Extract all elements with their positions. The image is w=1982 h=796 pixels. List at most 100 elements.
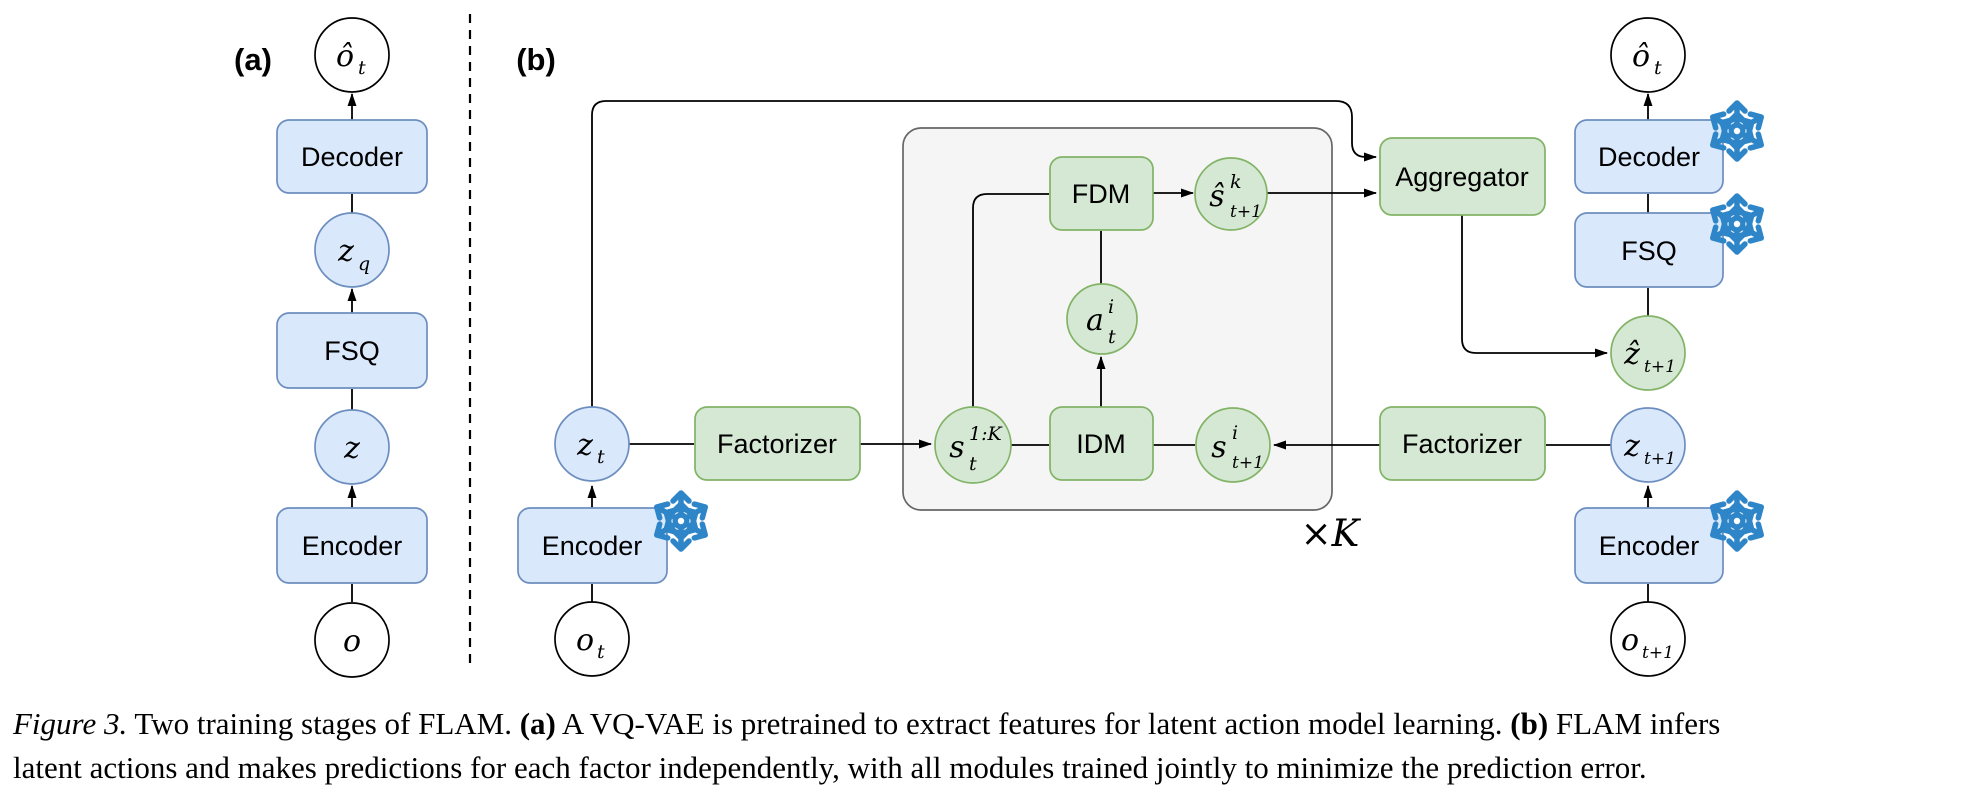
snext-sup: i: [1232, 422, 1238, 444]
zq-a-sub: q: [358, 253, 370, 275]
panel-a-label: (a): [234, 42, 272, 77]
encoder-a-box: [276, 507, 428, 584]
decoder-a-label: Decoder: [301, 142, 403, 172]
z-a-circle: [314, 409, 390, 485]
snext-base: s: [1211, 430, 1226, 465]
node-decoder-a: Decoder: [276, 119, 428, 194]
zt-sub: t: [597, 446, 605, 468]
st-sub: t: [969, 453, 977, 475]
node-z-next: z t+1: [1610, 407, 1686, 483]
node-fsq-a: FSQ: [276, 312, 428, 389]
shat-circle: [1194, 157, 1268, 231]
ot-sub: t: [597, 641, 605, 663]
node-zhat-next: ẑ t+1: [1610, 315, 1686, 391]
edge-zt-skip-to-aggregator: [591, 100, 1377, 407]
node-s-next: s i t+1: [1195, 407, 1271, 483]
node-encoder-right: Encoder: [1574, 507, 1724, 584]
encoder-a-label: Encoder: [302, 531, 403, 561]
edge-st-to-fdm: [972, 193, 1049, 407]
ohat-a-base: ô: [336, 39, 354, 74]
zq-a-circle: [314, 212, 390, 288]
ohat-a-circle: [314, 17, 390, 93]
node-o-next: o t+1: [1610, 601, 1686, 677]
ohat-b-sub: t: [1654, 57, 1662, 79]
node-encoder-left: Encoder: [517, 507, 668, 584]
caption-text-3: FLAM infers: [1548, 706, 1721, 741]
ohat-a-sub: t: [358, 57, 366, 79]
factorizer-right-box: [1379, 406, 1546, 481]
factorizer-left-label: Factorizer: [717, 429, 837, 459]
caption-line-2: latent actions and makes predictions for…: [13, 750, 1647, 785]
zq-a-base: z: [337, 234, 354, 269]
edge-aggregator-to-zhat: [1461, 215, 1608, 358]
decoder-b-box: [1574, 119, 1724, 194]
fdm-box: [1049, 156, 1154, 231]
onext-base: o: [1621, 623, 1639, 658]
node-factorizer-left: Factorizer: [694, 406, 861, 481]
node-encoder-a: Encoder: [276, 507, 428, 584]
o-a-base: o: [343, 624, 361, 659]
caption-text-1: Two training stages of FLAM.: [127, 706, 520, 741]
st-base: s: [949, 430, 964, 465]
node-factorizer-right: Factorizer: [1379, 406, 1546, 481]
aggregator-box: [1379, 137, 1546, 216]
encoder-right-box: [1574, 507, 1724, 584]
node-zt: z t: [554, 406, 630, 482]
node-fsq-b: FSQ: [1574, 212, 1724, 288]
caption-a-label: (a): [519, 706, 556, 741]
node-at: a i t: [1066, 283, 1138, 355]
figure-caption: Figure 3. Two training stages of FLAM. (…: [13, 702, 1969, 790]
node-shat-next: ŝ k t+1: [1194, 157, 1268, 231]
shat-base: ŝ: [1209, 179, 1224, 214]
node-zq-a: z q: [314, 212, 390, 288]
fsq-a-label: FSQ: [324, 336, 380, 366]
caption-text-2: A VQ-VAE is pretrained to extract featur…: [555, 706, 1511, 741]
fdm-label: FDM: [1072, 179, 1130, 209]
node-decoder-b: Decoder: [1574, 119, 1724, 194]
panel-b: ×K z t Encoder: [517, 17, 1765, 677]
panel-a: ô t Decoder z q FSQ z Encoder o: [276, 17, 428, 678]
at-circle: [1066, 283, 1138, 355]
aggregator-label: Aggregator: [1395, 162, 1529, 192]
shat-sup: k: [1230, 171, 1242, 193]
ohat-b-base: ô: [1632, 39, 1650, 74]
node-aggregator: Aggregator: [1379, 137, 1546, 216]
st-circle: [934, 406, 1012, 484]
znext-base: z: [1623, 429, 1640, 464]
snext-circle: [1195, 407, 1271, 483]
snext-sub: t+1: [1232, 453, 1264, 473]
node-fdm: FDM: [1049, 156, 1154, 231]
node-z-a: z: [314, 409, 390, 485]
node-ohat-a: ô t: [314, 17, 390, 93]
zhat-sub: t+1: [1644, 357, 1676, 377]
at-sub: t: [1108, 326, 1116, 348]
factorizer-left-box: [694, 406, 861, 481]
zt-circle: [554, 406, 630, 482]
encoder-right-label: Encoder: [1599, 531, 1700, 561]
caption-b-label: (b): [1510, 706, 1549, 741]
panel-b-label: (b): [516, 42, 556, 77]
caption-line-1: Figure 3. Two training stages of FLAM. (…: [13, 702, 1969, 746]
fsq-a-box: [276, 312, 428, 389]
st-sup: 1:K: [969, 423, 1003, 445]
node-ot: o t: [554, 601, 630, 677]
encoder-left-box: [517, 507, 668, 584]
factorizer-right-label: Factorizer: [1402, 429, 1522, 459]
znext-sub: t+1: [1644, 449, 1676, 469]
zt-base: z: [576, 428, 593, 463]
idm-box: [1049, 406, 1154, 481]
node-st: s 1:K t: [934, 406, 1012, 484]
encoder-left-label: Encoder: [542, 531, 643, 561]
node-o-a: o: [314, 602, 390, 678]
caption-figure-label: Figure 3.: [13, 706, 128, 741]
at-base: a: [1086, 303, 1104, 338]
idm-label: IDM: [1076, 429, 1126, 459]
fsq-b-label: FSQ: [1621, 236, 1677, 266]
onext-sub: t+1: [1642, 643, 1674, 663]
fsq-b-box: [1574, 212, 1724, 288]
znext-circle: [1610, 407, 1686, 483]
node-ohat-b: ô t: [1610, 17, 1686, 93]
zhat-circle: [1610, 315, 1686, 391]
node-idm: IDM: [1049, 406, 1154, 481]
